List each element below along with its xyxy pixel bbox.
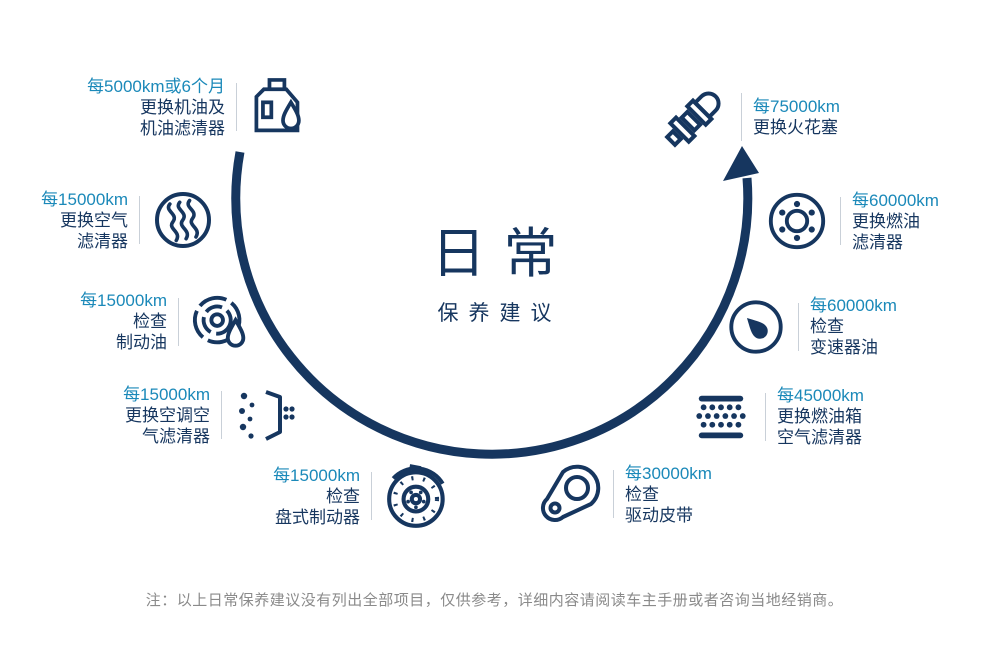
maintenance-item-spark-plugs: 每75000km 更换火花塞 — [660, 82, 840, 152]
maintenance-item-drive-belt: 每30000km 检查 驱动皮带 — [540, 461, 712, 527]
disc-brake-icon — [383, 460, 455, 532]
item-text: 每15000km 更换空调空 气滤清器 — [114, 384, 210, 447]
footnote: 注：以上日常保养建议没有列出全部项目，仅供参考，详细内容请阅读车主手册或者咨询当… — [145, 592, 844, 609]
divider — [236, 83, 237, 131]
tank-air-filter-icon — [688, 388, 754, 446]
interval-label: 每15000km — [80, 291, 167, 310]
arrowhead-icon — [723, 146, 759, 181]
interval-label: 每5000km或6个月 — [87, 76, 225, 96]
task-line: 更换机油及 — [140, 97, 225, 117]
task-line: 机油滤清器 — [140, 118, 225, 138]
task-line: 盘式制动器 — [275, 507, 360, 527]
item-text: 每15000km 检查 制动油 — [62, 290, 167, 353]
interval-label: 每75000km — [753, 97, 840, 116]
maintenance-item-fuel-filter: 每60000km 更换燃油 滤清器 — [765, 189, 939, 253]
drive-belt-icon — [540, 461, 602, 527]
maintenance-item-transmission-oil: 每60000km 检查 变速器油 — [725, 295, 897, 358]
interval-label: 每15000km — [41, 189, 128, 209]
task-line: 更换空气 — [60, 210, 128, 230]
divider — [178, 297, 179, 346]
maintenance-item-air-filter: 每15000km 更换空气 滤清器 — [28, 188, 215, 252]
task-line: 更换空调空 — [125, 405, 210, 425]
task-line: 更换燃油 — [852, 211, 920, 231]
divider — [840, 197, 841, 245]
interval-label: 每15000km — [273, 465, 360, 485]
oil-can-icon — [248, 74, 304, 140]
page-subtitle: 保养建议 — [437, 302, 562, 325]
item-text: 每15000km 更换空气 滤清器 — [28, 189, 128, 252]
spark-plug-icon — [660, 82, 730, 152]
item-text: 每60000km 检查 变速器油 — [810, 295, 897, 358]
divider — [613, 470, 614, 518]
divider — [741, 93, 742, 141]
maintenance-item-oil-change: 每5000km或6个月 更换机油及 机油滤清器 — [65, 74, 304, 140]
task-line: 更换火花塞 — [753, 118, 838, 137]
maintenance-item-cabin-filter: 每15000km 更换空调空 气滤清器 — [114, 383, 297, 447]
item-text: 每30000km 检查 驱动皮带 — [625, 463, 712, 526]
task-line: 气滤清器 — [142, 426, 210, 446]
task-line: 滤清器 — [852, 232, 903, 252]
item-text: 每15000km 检查 盘式制动器 — [254, 465, 360, 528]
task-line: 驱动皮带 — [625, 505, 693, 525]
interval-label: 每45000km — [777, 386, 864, 405]
interval-label: 每60000km — [810, 296, 897, 315]
divider — [371, 472, 372, 520]
maintenance-item-brake-fluid: 每15000km 检查 制动油 — [62, 290, 254, 353]
task-line: 检查 — [326, 486, 360, 506]
brake-fluid-icon — [190, 291, 254, 353]
page-title: 日常 — [431, 224, 576, 284]
item-text: 每45000km 更换燃油箱 空气滤清器 — [777, 385, 864, 448]
maintenance-item-tank-air-filter: 每45000km 更换燃油箱 空气滤清器 — [688, 385, 864, 448]
task-line: 更换燃油箱 — [777, 407, 862, 426]
task-line: 检查 — [810, 317, 844, 336]
item-text: 每60000km 更换燃油 滤清器 — [852, 190, 939, 253]
fuel-filter-icon — [765, 189, 829, 253]
interval-label: 每15000km — [123, 384, 210, 404]
cabin-air-filter-icon — [233, 383, 297, 447]
divider — [139, 196, 140, 244]
divider — [221, 391, 222, 439]
maintenance-item-disc-brake: 每15000km 检查 盘式制动器 — [254, 460, 455, 532]
gauge-icon — [725, 296, 787, 358]
task-line: 检查 — [133, 312, 167, 331]
task-line: 检查 — [625, 484, 659, 504]
center-title-block: 日常 保养建议 — [0, 227, 989, 327]
divider — [798, 302, 799, 351]
item-text: 每5000km或6个月 更换机油及 机油滤清器 — [65, 76, 225, 139]
interval-label: 每60000km — [852, 190, 939, 210]
task-line: 空气滤清器 — [777, 428, 862, 447]
item-text: 每75000km 更换火花塞 — [753, 96, 840, 138]
task-line: 变速器油 — [810, 338, 878, 357]
task-line: 制动油 — [116, 333, 167, 352]
cycle-arc-path — [231, 151, 753, 459]
interval-label: 每30000km — [625, 463, 712, 483]
task-line: 滤清器 — [77, 231, 128, 251]
air-filter-icon — [151, 188, 215, 252]
divider — [765, 392, 766, 441]
